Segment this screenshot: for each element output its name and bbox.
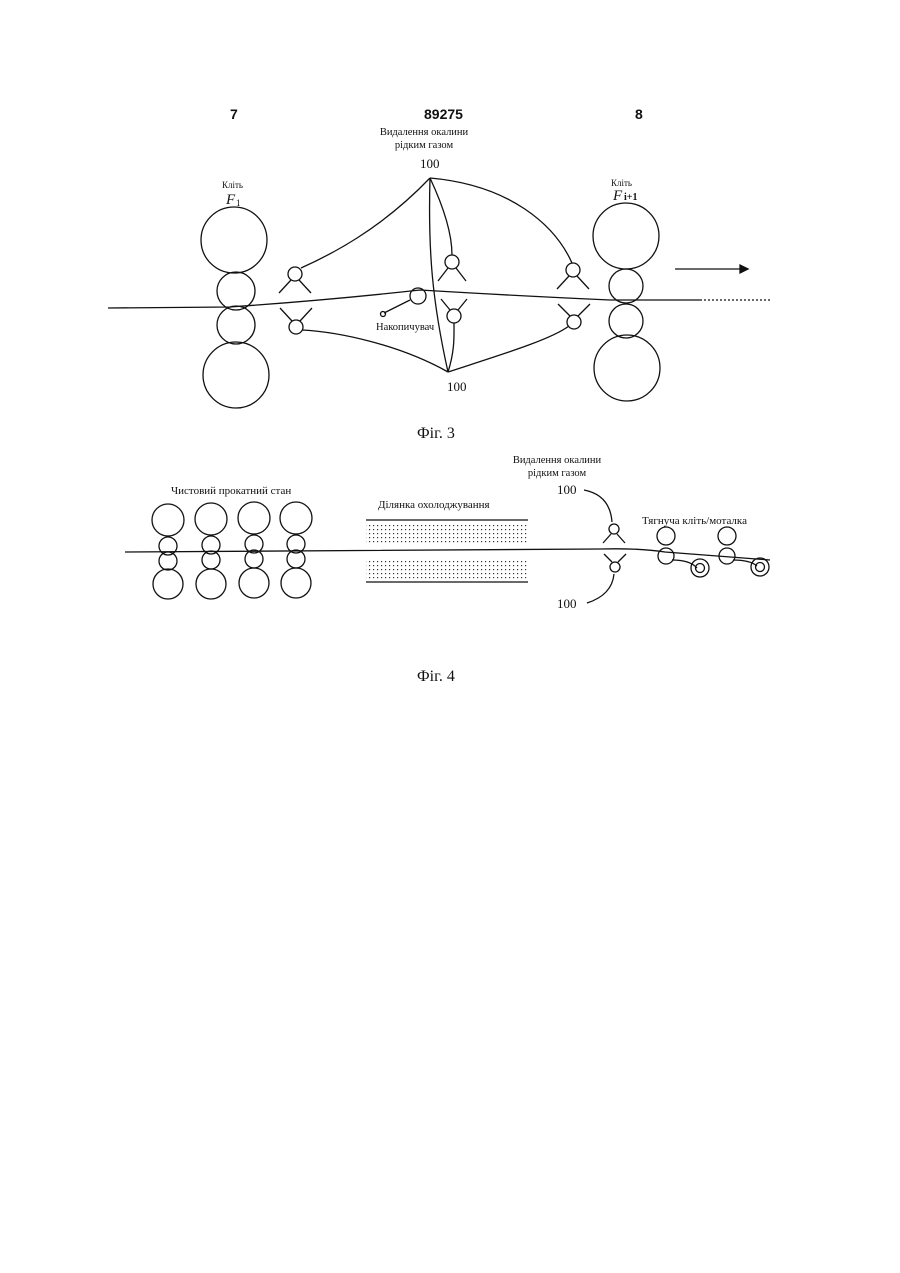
fig4-leader-top bbox=[584, 490, 612, 522]
strip-line bbox=[108, 290, 700, 308]
supply-lines-top bbox=[301, 178, 572, 372]
fig4-ref-bottom: 100 bbox=[557, 596, 577, 611]
pinch-coiler-label: Тягнуча кліть/моталка bbox=[642, 515, 747, 527]
nozzle-lower-right bbox=[558, 304, 590, 329]
coiler-1 bbox=[672, 559, 709, 577]
fig3-descaling-title-2: рідким газом bbox=[395, 140, 454, 151]
direction-arrow bbox=[675, 265, 748, 273]
fig3-ref-top: 100 bbox=[420, 156, 440, 171]
pinch-roll-1 bbox=[657, 527, 675, 564]
nozzle-upper-center bbox=[438, 255, 466, 281]
fig3-descaling-title-1: Видалення окалини bbox=[380, 127, 469, 138]
stand-left-id: F bbox=[225, 192, 236, 208]
stand-right-rolls bbox=[593, 203, 660, 401]
fig4-descaling-title-2: рідким газом bbox=[528, 468, 587, 479]
supply-lines-bottom bbox=[302, 323, 569, 372]
stand-right-label: Кліть bbox=[611, 178, 632, 188]
figure-3-caption: Фіг. 3 bbox=[417, 425, 455, 443]
figure-3-labels: Видалення окалини рідким газом 100 100 К… bbox=[222, 127, 637, 394]
nozzle-lower-center bbox=[441, 299, 467, 323]
fig4-nozzle-upper bbox=[603, 524, 625, 543]
stand-right-sub: i+1 bbox=[624, 192, 637, 203]
stand-left-label: Кліть bbox=[222, 180, 243, 190]
fig4-ref-top: 100 bbox=[557, 482, 577, 497]
fig3-ref-bottom: 100 bbox=[447, 379, 467, 394]
fig4-leader-bottom bbox=[587, 574, 614, 603]
nozzle-upper-right bbox=[557, 263, 589, 289]
nozzle-upper-left bbox=[279, 267, 311, 293]
figure-3 bbox=[108, 178, 770, 408]
coiler-2 bbox=[733, 558, 769, 576]
finishing-mill-label: Чистовий прокатний стан bbox=[171, 485, 291, 497]
fig4-nozzle-lower bbox=[604, 554, 626, 572]
stand-left-sub: 1 bbox=[236, 198, 241, 208]
pinch-roll-2 bbox=[718, 527, 736, 564]
fig4-descaling-title-1: Видалення окалини bbox=[513, 455, 602, 466]
cooling-zone bbox=[366, 520, 528, 582]
accumulator-label: Накопичувач bbox=[376, 322, 435, 333]
stand-right-id: F bbox=[612, 188, 623, 204]
cooling-zone-label: Ділянка охолоджування bbox=[378, 499, 490, 511]
figure-4-caption: Фіг. 4 bbox=[417, 668, 455, 686]
